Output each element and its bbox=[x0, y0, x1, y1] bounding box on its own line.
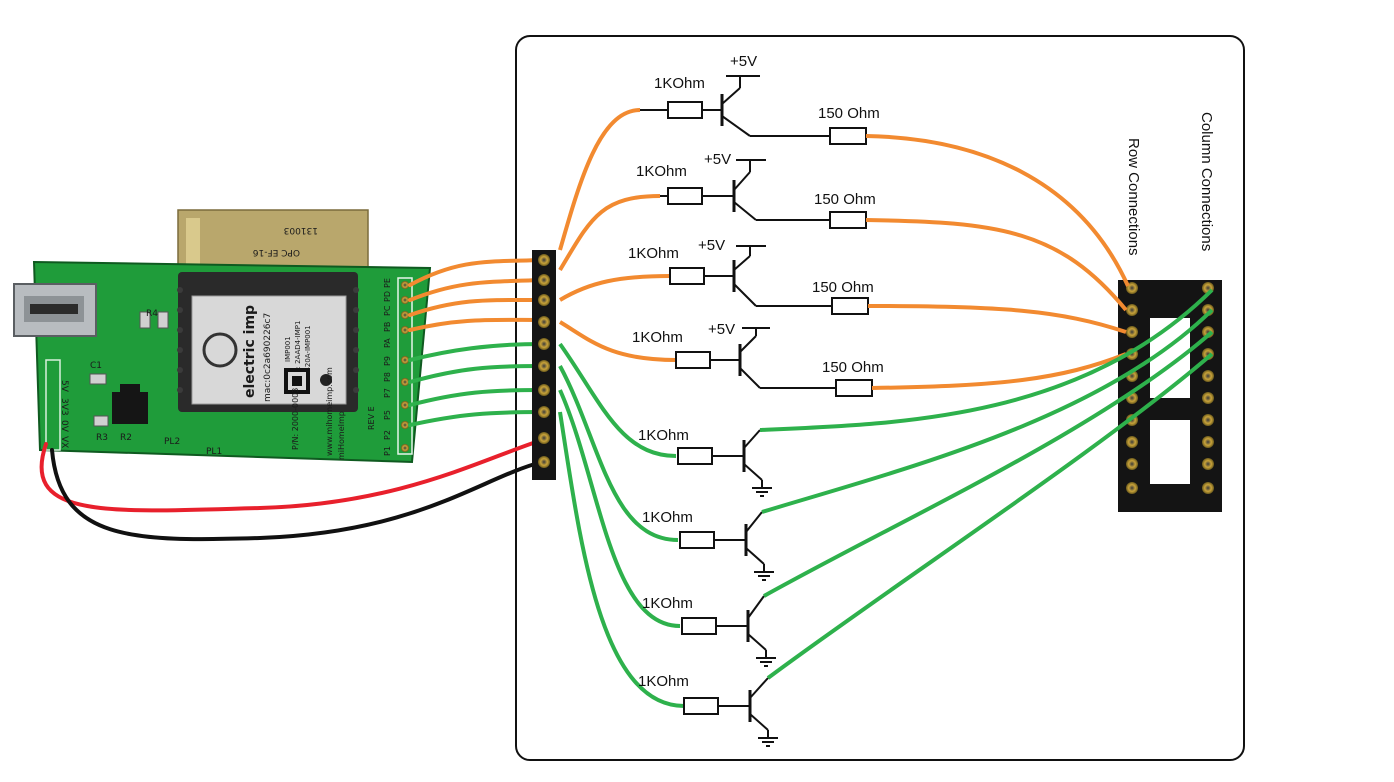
green-wire-1 bbox=[408, 342, 544, 362]
component-labels: 1KOhm +5V 150 Ohm 1KOhm +5V 150 Ohm 1KOh… bbox=[628, 53, 884, 690]
antenna-board bbox=[177, 209, 369, 273]
comp-label-r2: R2 bbox=[120, 433, 132, 443]
comp-label-pl1: PL1 bbox=[206, 447, 222, 457]
board-url: www.mihomeimp.com bbox=[325, 367, 334, 456]
module-model: IMP001 bbox=[284, 336, 292, 362]
edge-label-p5: P5 bbox=[383, 410, 392, 420]
resistor-icon bbox=[835, 379, 873, 397]
edge-label-p9: P9 bbox=[383, 356, 392, 366]
resistor-icon bbox=[675, 351, 711, 369]
edge-label-pd: PD bbox=[383, 291, 392, 302]
resistor-icon bbox=[681, 617, 717, 635]
resistor-icon bbox=[831, 297, 869, 315]
comp-label-pl2: PL2 bbox=[164, 437, 180, 447]
header-pins bbox=[538, 254, 550, 468]
resistor-icon bbox=[677, 447, 713, 465]
edge-labels: P1 P2 P5 P7 P8 P9 PA PB PC PD PE bbox=[383, 278, 392, 456]
resistor-icon bbox=[667, 187, 703, 205]
label-1k-3: 1KOhm bbox=[628, 245, 679, 262]
resistor-icon bbox=[667, 101, 703, 119]
mihomeimp-board: OPC EF-16 131003 electric imp mac:0c2a69… bbox=[13, 209, 432, 464]
usb-connector-icon bbox=[13, 283, 97, 337]
edge-label-pa: PA bbox=[383, 338, 392, 348]
orange-wire-1 bbox=[408, 258, 544, 287]
column-driver-3 bbox=[558, 330, 1214, 667]
label-5v-2: +5V bbox=[704, 151, 731, 168]
edge-label-pe: PE bbox=[383, 278, 392, 288]
label-5v-1: +5V bbox=[730, 53, 757, 70]
orange-wire-3 bbox=[408, 297, 544, 317]
voltage-regulator bbox=[112, 392, 148, 424]
label-150-4: 150 Ohm bbox=[822, 359, 884, 376]
orange-wire-4 bbox=[408, 317, 544, 332]
orange-wire-2 bbox=[408, 278, 544, 302]
black-wire bbox=[50, 448, 544, 542]
label-150-1: 150 Ohm bbox=[818, 105, 880, 122]
module-fcc-1: FCC ID: 2AAD4-IMP1 bbox=[294, 321, 302, 392]
resistor-icon bbox=[679, 531, 715, 549]
row-driver-3 bbox=[558, 245, 1127, 334]
circuit-enclosure bbox=[515, 35, 1245, 761]
resistor-icon bbox=[683, 697, 719, 715]
edge-label-p8: P8 bbox=[383, 372, 392, 382]
column-connections-label: Column Connections bbox=[1198, 112, 1215, 251]
electric-imp-module: electric imp mac:0c2a690226c7 IMP001 FCC… bbox=[178, 272, 358, 412]
pin-label-0v: 0V bbox=[59, 420, 69, 433]
board-pn: P/N: 2000-0003 bbox=[291, 388, 300, 450]
resistor-icon bbox=[829, 211, 867, 229]
resistor-icon bbox=[669, 267, 705, 285]
pin-label-5v: 5V bbox=[59, 380, 69, 393]
board-to-header-wires bbox=[39, 258, 544, 542]
pin-label-vx: VX bbox=[59, 436, 69, 448]
edge-label-p2: P2 bbox=[383, 430, 392, 440]
module-pads bbox=[177, 287, 359, 393]
row-connections-label: Row Connections bbox=[1125, 138, 1142, 256]
board-rev: REV E bbox=[367, 406, 376, 430]
comp-label-r4: R4 bbox=[146, 309, 158, 319]
label-5v-3: +5V bbox=[698, 237, 725, 254]
comp-label-r3: R3 bbox=[96, 433, 108, 443]
label-1k-5: 1KOhm bbox=[638, 427, 689, 444]
label-150-2: 150 Ohm bbox=[814, 191, 876, 208]
row-driver-2 bbox=[558, 159, 1128, 312]
row-driver-4 bbox=[558, 320, 1127, 397]
green-wire-2 bbox=[408, 364, 544, 384]
resistor-icon bbox=[829, 127, 867, 145]
module-mac: mac:0c2a690226c7 bbox=[263, 313, 273, 402]
label-1k-8: 1KOhm bbox=[638, 673, 689, 690]
edge-label-pb: PB bbox=[383, 322, 392, 332]
label-150-3: 150 Ohm bbox=[812, 279, 874, 296]
red-wire bbox=[39, 438, 544, 513]
green-wire-4 bbox=[408, 410, 544, 427]
antenna-label-1: OPC EF-16 bbox=[253, 247, 300, 257]
antenna-label-2: 131003 bbox=[284, 225, 318, 235]
edge-label-pc: PC bbox=[383, 305, 392, 316]
label-1k-1: 1KOhm bbox=[654, 75, 705, 92]
label-1k-2: 1KOhm bbox=[636, 163, 687, 180]
column-driver-1 bbox=[558, 288, 1214, 497]
board-brand: miHomeImp bbox=[337, 411, 346, 460]
label-1k-7: 1KOhm bbox=[642, 595, 693, 612]
column-driver-4 bbox=[558, 352, 1214, 747]
module-fcc-2: IC: 11420A-IMP001 bbox=[304, 325, 312, 392]
pin-header bbox=[532, 250, 556, 480]
row-driver-1 bbox=[558, 75, 1130, 287]
edge-label-p7: P7 bbox=[383, 388, 392, 398]
board-edge-pads bbox=[397, 277, 413, 455]
comp-label-c1: C1 bbox=[90, 361, 102, 371]
pin-label-3v3: 3V3 bbox=[59, 398, 69, 416]
label-5v-4: +5V bbox=[708, 321, 735, 338]
edge-label-p1: P1 bbox=[383, 446, 392, 456]
green-wire-3 bbox=[408, 388, 544, 407]
column-driver-2 bbox=[558, 308, 1214, 581]
label-1k-4: 1KOhm bbox=[632, 329, 683, 346]
label-1k-6: 1KOhm bbox=[642, 509, 693, 526]
module-brand: electric imp bbox=[242, 305, 258, 398]
